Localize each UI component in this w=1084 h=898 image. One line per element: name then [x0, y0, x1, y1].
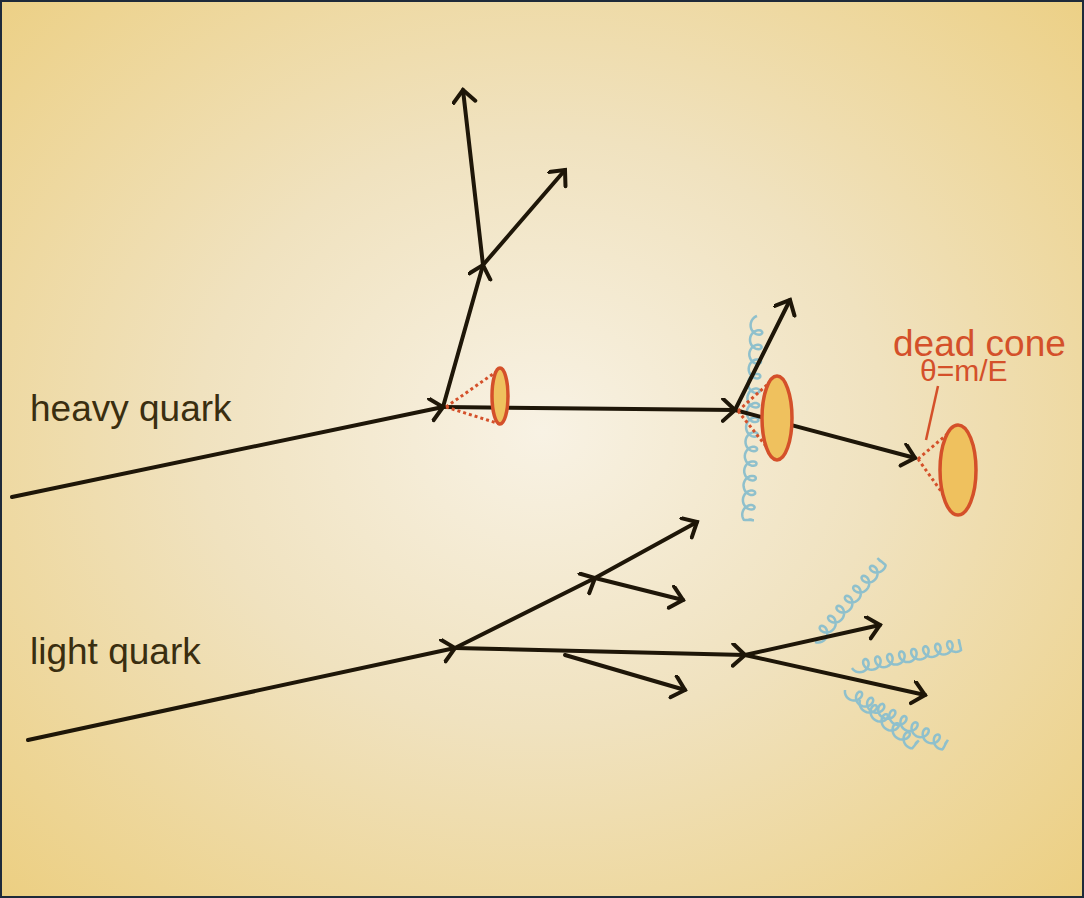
quark-line: [443, 407, 735, 410]
dead-cone: [940, 425, 976, 515]
quark-line: [565, 655, 685, 690]
quark-line: [455, 648, 745, 655]
quark-line: [595, 522, 697, 578]
gluon: [860, 700, 919, 748]
gluon: [845, 690, 948, 749]
dead-cone: [492, 368, 508, 424]
quark-line: [595, 578, 683, 600]
quark-line: [745, 625, 880, 655]
label: heavy quark: [30, 390, 232, 427]
quark-line: [463, 90, 483, 265]
leader-line: [926, 386, 938, 440]
quark-line: [483, 170, 565, 265]
gluon: [852, 639, 961, 672]
label: θ=m/E: [920, 356, 1008, 386]
quark-line: [455, 578, 595, 648]
label: light quark: [30, 633, 201, 670]
dead-cone: [762, 376, 792, 460]
quark-line: [745, 655, 925, 695]
